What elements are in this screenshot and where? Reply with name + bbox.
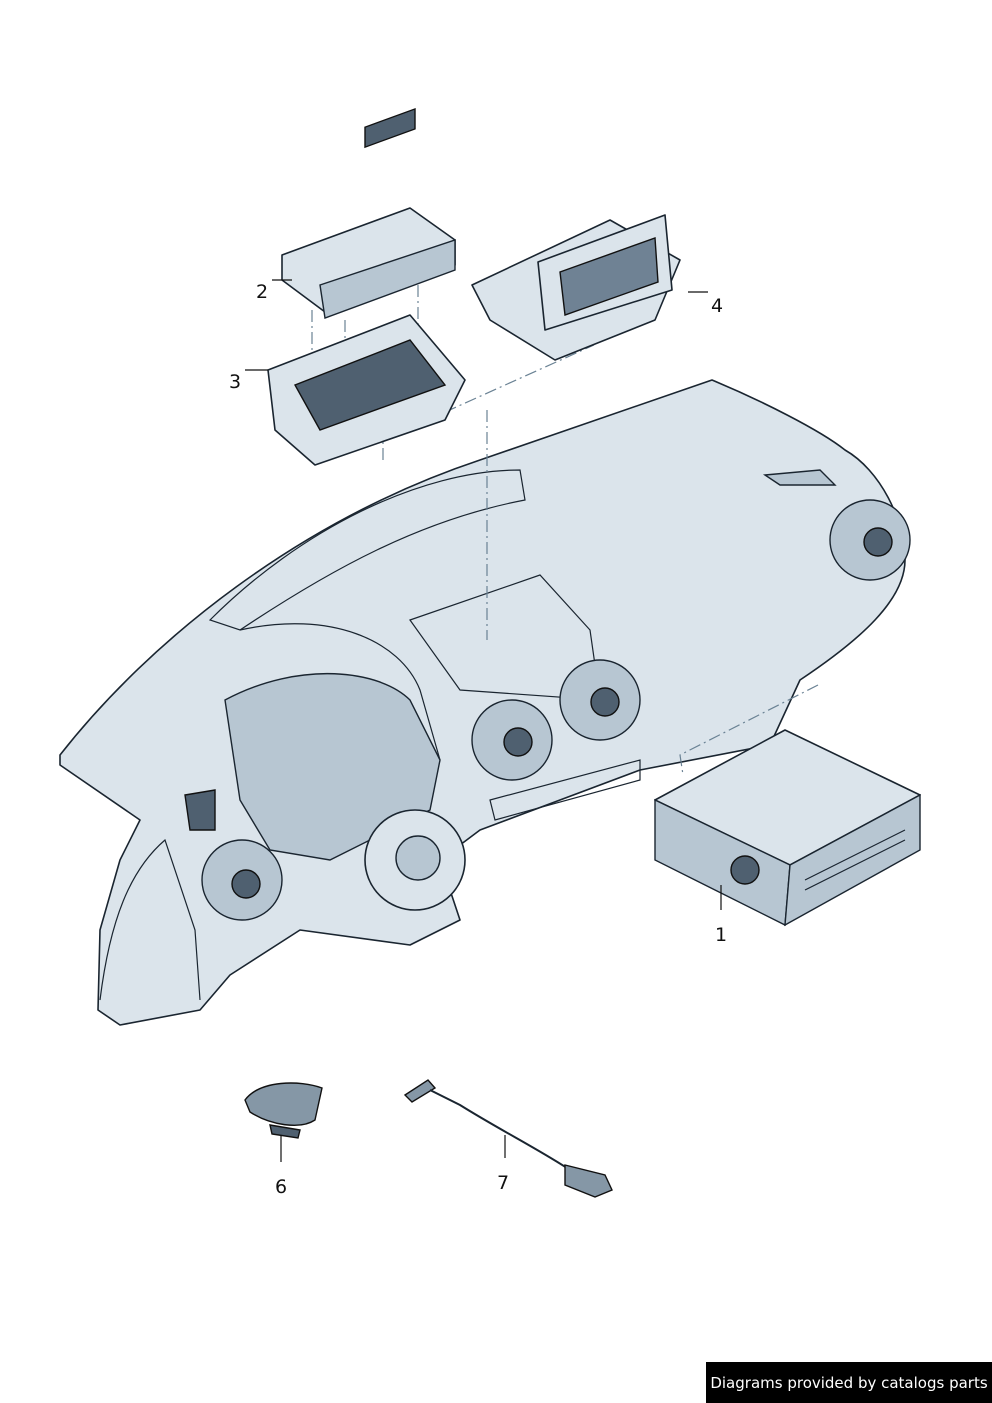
footer-credit: Diagrams provided by catalogs parts bbox=[706, 1362, 992, 1403]
dashboard-illustration bbox=[59, 379, 911, 1026]
control-panel-part bbox=[281, 107, 456, 319]
assembly-line-top bbox=[382, 344, 595, 640]
callout-4: 4 bbox=[711, 295, 724, 317]
assembly-line-right bbox=[679, 684, 819, 776]
callout-3: 3 bbox=[229, 371, 242, 393]
radio-unit-part bbox=[654, 729, 921, 927]
callout-7: 7 bbox=[497, 1172, 510, 1194]
leader-lines bbox=[245, 279, 722, 1162]
roof-antenna-part bbox=[244, 1082, 323, 1139]
antenna-cable-part bbox=[403, 1079, 613, 1198]
callout-6: 6 bbox=[275, 1176, 288, 1198]
footer-text: Diagrams provided by catalogs parts bbox=[710, 1373, 988, 1392]
display-unit-part bbox=[471, 214, 681, 361]
mounting-frame-part bbox=[267, 314, 466, 466]
callout-1: 1 bbox=[714, 924, 728, 946]
callout-2: 2 bbox=[256, 281, 269, 303]
